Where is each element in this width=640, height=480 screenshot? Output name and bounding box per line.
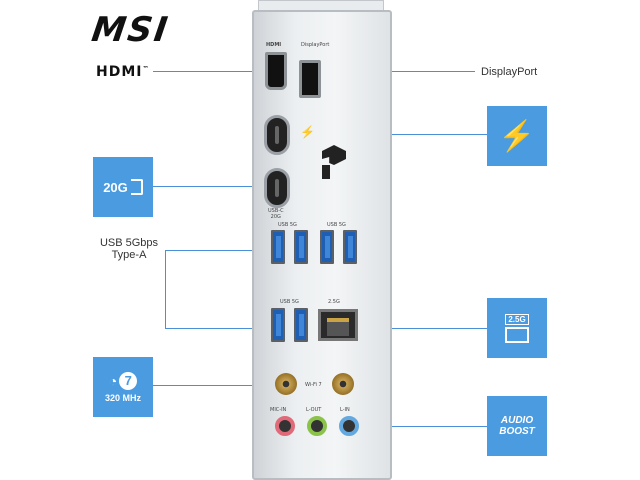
msi-logo: MSI — [89, 10, 172, 50]
usbc-20g-small-label: USB-C 20G — [268, 208, 284, 220]
audio-boost-line1: AUDIO — [500, 415, 534, 426]
usb-a-port-3 — [320, 230, 334, 264]
hdmi-logo-tm: ™ — [142, 65, 150, 73]
usb5g-label-b: USB 5G — [327, 222, 346, 228]
type-a-text: Type-A — [111, 249, 147, 261]
line-out-jack — [307, 416, 327, 436]
wifi-small-label: Wi-Fi 7 — [305, 382, 322, 388]
usb-20g-label: 20G — [103, 179, 128, 195]
lightning-icon: ⚡ — [498, 119, 536, 153]
usb-a-port-5 — [271, 308, 285, 342]
audio-boost-line2: BOOST — [499, 426, 535, 437]
mic-in-jack — [275, 416, 295, 436]
usb-a-port-2 — [294, 230, 308, 264]
wifi-antenna-1 — [275, 373, 297, 395]
thunderbolt-tile: ⚡ — [487, 106, 547, 166]
hdmi-port — [265, 52, 287, 90]
wifi-connector-line — [153, 385, 273, 386]
wifi7-number: 7 — [119, 371, 138, 390]
hdmi-logo: HDMI™ — [96, 64, 149, 81]
usb-bracket-bottom — [165, 328, 263, 329]
usbc-thunderbolt-port — [264, 115, 290, 155]
audio-boost-tile: AUDIO BOOST — [487, 396, 547, 456]
audio-connector-line — [358, 426, 487, 427]
usb-a-port-4 — [343, 230, 357, 264]
usb-bracket-top — [165, 250, 263, 251]
dp-connector-line — [318, 71, 475, 72]
wifi7-freq: 320 MHz — [104, 392, 141, 403]
usbc-small-line1: USB-C — [268, 208, 284, 214]
hdmi-connector-line — [153, 71, 275, 72]
wifi-arcs-icon: ◔ — [108, 372, 118, 389]
mic-in-label: MIC-IN — [270, 407, 287, 413]
usb-5gbps-label: USB 5Gbps Type-A — [93, 237, 165, 261]
displayport-label: DisplayPort — [481, 66, 538, 78]
line-in-jack — [339, 416, 359, 436]
l-in-label: L-IN — [340, 407, 350, 413]
lan-2_5g-label: 2.5G — [505, 313, 529, 325]
ethernet-icon — [505, 326, 529, 343]
usbc-20g-port — [264, 168, 290, 208]
usb-plug-icon — [130, 179, 143, 195]
l-out-label: L-OUT — [306, 407, 322, 413]
usbc-small-line2: 20G — [270, 214, 281, 220]
thunderbolt-small-icon: ⚡ — [300, 125, 315, 139]
usbc-connector-line — [153, 186, 263, 187]
shield-hdmi-label: HDMI — [266, 42, 282, 48]
usb-bracket-vertical — [165, 250, 166, 328]
hdmi-logo-text: HDMI — [96, 64, 143, 80]
shield-dp-label: DisplayPort — [301, 42, 330, 48]
usb5g-label-a: USB 5G — [278, 222, 297, 228]
lan-2_5g-tile: 2.5G — [487, 298, 547, 358]
wifi-antenna-2 — [332, 373, 354, 395]
displayport-port — [299, 60, 321, 98]
usb-20g-tile: 20G — [93, 157, 153, 217]
usb-a-port-6 — [294, 308, 308, 342]
usb-a-port-1 — [271, 230, 285, 264]
usb5g-label-c: USB 5G — [280, 299, 299, 305]
wifi7-tile: ◔ 7 320 MHz — [93, 357, 153, 417]
msi-dragon-logo — [322, 145, 348, 179]
lan-connector-line — [358, 328, 487, 329]
lan-port — [318, 309, 358, 341]
usb-5gbps-text: USB 5Gbps — [99, 237, 159, 249]
lan-small-label: 2.5G — [328, 299, 340, 305]
